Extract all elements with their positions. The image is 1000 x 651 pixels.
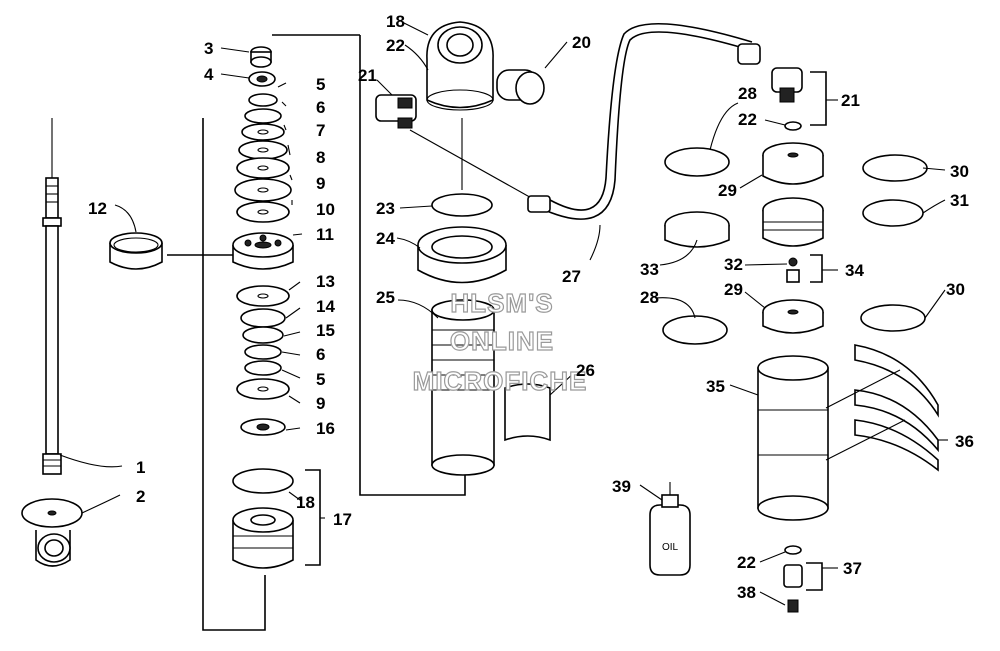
o-ring-22b (784, 545, 802, 555)
callout: 29 (724, 280, 743, 299)
callout: 11 (316, 225, 334, 244)
floating-piston (762, 299, 824, 334)
callout: 37 (843, 559, 862, 578)
callout: 15 (316, 321, 335, 340)
spring-retainer (417, 226, 507, 284)
callout: 20 (572, 33, 591, 52)
reservoir-body (757, 355, 829, 521)
callout: 36 (955, 432, 974, 451)
callout: 25 (376, 288, 395, 307)
watermark-line3: MICROFICHE (413, 366, 588, 396)
callout: 31 (950, 191, 969, 210)
callout: 4 (204, 65, 214, 84)
eye-mount (21, 498, 83, 567)
callout: 22 (738, 110, 757, 129)
oil-bottle: OIL (649, 482, 691, 576)
callout: 14 (316, 297, 335, 316)
callout: 18 (386, 12, 405, 31)
watermark-line2: ONLINE (450, 326, 554, 356)
callout: 39 (612, 477, 631, 496)
ring-31 (862, 199, 924, 227)
callout: 23 (376, 199, 395, 218)
callout: 16 (316, 419, 335, 438)
callout: 26 (576, 361, 595, 380)
leader-lines (59, 21, 948, 606)
heat-shields (854, 344, 939, 472)
callout: 9 (316, 394, 325, 413)
callouts: 1 2 3 4 5 6 7 8 9 10 11 12 13 14 15 6 5 … (88, 12, 974, 602)
callout: 9 (316, 174, 325, 193)
o-ring-23 (431, 193, 493, 217)
callout: 24 (376, 229, 395, 248)
callout: 30 (950, 162, 969, 181)
stack-bracket (359, 35, 466, 496)
callout: 22 (386, 36, 405, 55)
heat-sleeve (504, 383, 551, 442)
ifp-piston (762, 197, 824, 247)
callout: 3 (204, 39, 213, 58)
callout: 28 (738, 84, 757, 103)
callout: 22 (737, 553, 756, 572)
callout: 38 (737, 583, 756, 602)
reservoir-cap (762, 142, 824, 185)
shim-stack-lower (236, 285, 290, 436)
body-cap (426, 21, 545, 111)
callout: 6 (316, 98, 325, 117)
callout: 29 (718, 181, 737, 200)
callout: 30 (946, 280, 965, 299)
wire-ring-28b (662, 315, 728, 345)
ring-30 (862, 154, 928, 182)
o-ring-22 (784, 121, 802, 131)
seal-head (232, 468, 294, 569)
piston (232, 232, 294, 270)
callout: 1 (136, 458, 145, 477)
callout: 12 (88, 199, 107, 218)
callout: 6 (316, 345, 325, 364)
callout: 7 (316, 121, 325, 140)
schrader-valve (783, 564, 803, 613)
callout: 21 (358, 66, 377, 85)
callout: 2 (136, 487, 145, 506)
callout: 34 (845, 261, 864, 280)
callout: 13 (316, 272, 335, 291)
shim-stack-upper (234, 93, 292, 223)
top-nut (248, 46, 276, 87)
shock-body (431, 299, 495, 476)
reservoir-hose (527, 22, 761, 220)
band-33 (664, 211, 730, 248)
ring-30b (860, 304, 926, 332)
watermark: HLSM'S ONLINE MICROFICHE (412, 287, 588, 396)
callout: 28 (640, 288, 659, 307)
callout: 35 (706, 377, 725, 396)
callout: 5 (316, 75, 325, 94)
callout: 32 (724, 255, 743, 274)
reservoir-valve (771, 67, 803, 103)
callout: 5 (316, 370, 325, 389)
valve-34 (786, 257, 800, 283)
callout: 8 (316, 148, 325, 167)
callout: 10 (316, 200, 335, 219)
watermark-line1: HLSM'S (450, 288, 553, 318)
callout: 18 (296, 493, 315, 512)
wire-ring-28 (664, 147, 730, 177)
bypass-fitting (375, 94, 417, 129)
oil-bottle-label: OIL (662, 542, 679, 553)
shock-shaft (42, 118, 62, 475)
callout: 17 (333, 510, 352, 529)
callout: 21 (841, 91, 860, 110)
piston-band (109, 232, 163, 270)
callout: 33 (640, 260, 659, 279)
callout: 27 (562, 267, 581, 286)
